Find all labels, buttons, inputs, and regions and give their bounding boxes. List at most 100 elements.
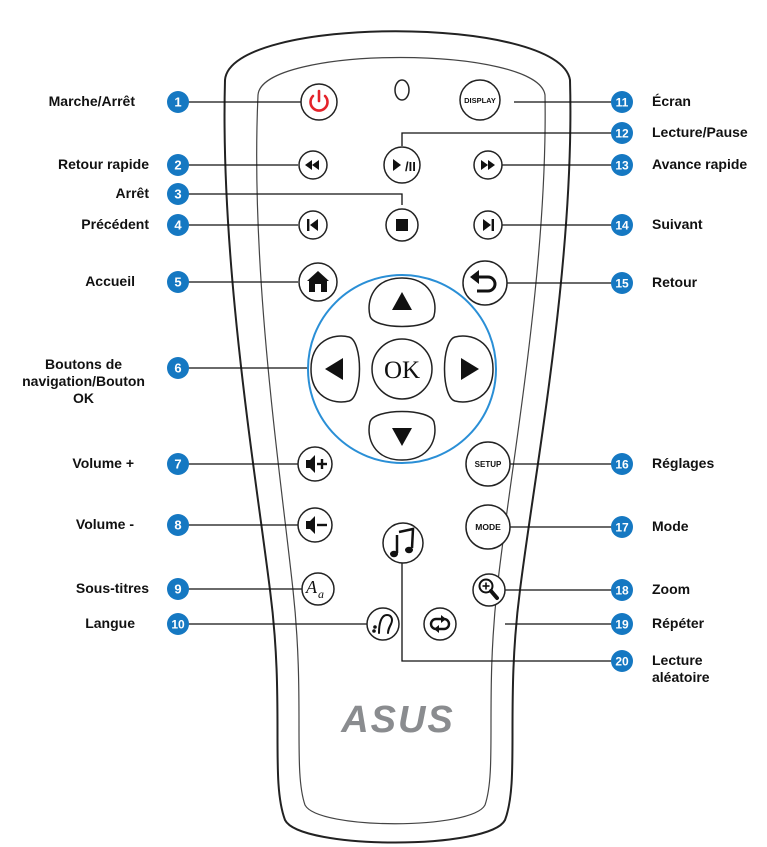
- stop-button[interactable]: [385, 208, 419, 242]
- svg-text:/II: /II: [405, 159, 416, 174]
- label-navigation-line-1: Boutons de: [45, 356, 123, 372]
- label-home: Accueil: [85, 273, 135, 289]
- svg-text:a: a: [318, 587, 324, 601]
- svg-text:7: 7: [174, 457, 181, 472]
- arrow-down-icon: [392, 428, 412, 446]
- repeat-button[interactable]: [423, 607, 457, 641]
- volume-up-icon: [306, 455, 327, 473]
- svg-text:11: 11: [616, 96, 629, 110]
- display-button[interactable]: DISPLAY: [459, 79, 501, 121]
- power-icon: [309, 89, 329, 112]
- remote-body-inner: [256, 56, 546, 825]
- svg-text:18: 18: [615, 584, 629, 598]
- label-repeat: Répéter: [652, 615, 705, 631]
- ir-sensor: [394, 79, 410, 101]
- zoom-icon: [478, 578, 499, 600]
- back-arrow-icon: [470, 270, 497, 293]
- ok-label: OK: [384, 357, 420, 384]
- svg-text:9: 9: [174, 582, 181, 597]
- callout-badge-17: 17: [611, 516, 633, 538]
- callout-badge-11: 11: [611, 91, 633, 113]
- label-navigation: Boutons de navigation/Bouton OK: [22, 356, 145, 407]
- label-zoom: Zoom: [652, 581, 691, 597]
- callout-badge-19: 19: [611, 613, 633, 635]
- label-rewind: Retour rapide: [57, 156, 149, 172]
- rewind-button[interactable]: [298, 150, 328, 180]
- callout-badge-16: 16: [611, 453, 633, 475]
- callout-badge-1: 1: [167, 91, 189, 113]
- play-pause-button[interactable]: /II: [383, 146, 421, 184]
- volume-down-button[interactable]: [297, 507, 333, 543]
- svg-text:6: 6: [174, 361, 181, 376]
- callout-badge-13: 13: [611, 154, 633, 176]
- svg-text:8: 8: [174, 518, 181, 533]
- home-button[interactable]: [298, 262, 338, 302]
- callout-badge-3: 3: [167, 183, 189, 205]
- previous-button[interactable]: [298, 210, 328, 240]
- volume-up-button[interactable]: [297, 446, 333, 482]
- callout-badge-12: 12: [611, 122, 633, 144]
- nav-right-button[interactable]: [443, 335, 494, 403]
- power-button[interactable]: [300, 83, 338, 121]
- label-fast-forward: Avance rapide: [652, 156, 748, 172]
- arrow-right-icon: [461, 358, 479, 380]
- label-volume-down: Volume -: [75, 516, 134, 532]
- label-shuffle: Lecture aléatoire: [652, 652, 710, 686]
- svg-text:5: 5: [174, 275, 181, 290]
- volume-down-icon: [306, 516, 327, 534]
- setup-button[interactable]: SETUP: [465, 441, 511, 487]
- callout-badge-20: 20: [611, 650, 633, 672]
- label-previous: Précédent: [81, 216, 149, 232]
- callout-badge-4: 4: [167, 214, 189, 236]
- subtitles-button[interactable]: A a: [301, 572, 335, 606]
- nav-left-button[interactable]: [310, 335, 361, 403]
- shuffle-button[interactable]: [382, 522, 424, 564]
- svg-text:17: 17: [615, 521, 629, 535]
- nav-down-button[interactable]: [368, 410, 436, 461]
- skip-next-icon: [483, 219, 494, 231]
- nav-up-button[interactable]: [368, 277, 436, 328]
- label-display: Écran: [652, 93, 691, 109]
- callout-badge-14: 14: [611, 214, 633, 236]
- callout-badge-9: 9: [167, 578, 189, 600]
- repeat-icon: [429, 615, 451, 633]
- back-button[interactable]: [462, 260, 508, 306]
- play-pause-icon: /II: [393, 159, 416, 174]
- callout-badge-15: 15: [611, 272, 633, 294]
- svg-text:1: 1: [174, 95, 181, 110]
- callout-lines: [178, 101, 622, 662]
- subtitles-icon: A a: [305, 577, 324, 601]
- callout-badge-2: 2: [167, 154, 189, 176]
- music-note-icon: [390, 527, 415, 558]
- svg-text:3: 3: [174, 187, 181, 202]
- display-label: DISPLAY: [464, 96, 496, 105]
- fast-forward-button[interactable]: [473, 150, 503, 180]
- zoom-button[interactable]: [472, 573, 506, 607]
- label-shuffle-line-2: aléatoire: [652, 669, 710, 685]
- svg-text:20: 20: [615, 655, 629, 669]
- setup-label: SETUP: [475, 460, 502, 469]
- arrow-left-icon: [325, 358, 343, 380]
- mode-button[interactable]: MODE: [465, 504, 511, 550]
- rewind-icon: [305, 160, 319, 170]
- stop-icon: [396, 219, 408, 231]
- label-power: Marche/Arrêt: [48, 93, 135, 109]
- ok-button[interactable]: OK: [371, 338, 433, 400]
- svg-text:4: 4: [174, 218, 182, 233]
- next-button[interactable]: [473, 210, 503, 240]
- svg-text:16: 16: [615, 458, 629, 472]
- callout-badge-6: 6: [167, 357, 189, 379]
- label-setup: Réglages: [652, 455, 715, 471]
- svg-text:15: 15: [615, 277, 629, 291]
- label-navigation-line-2: navigation/Bouton: [22, 373, 145, 389]
- svg-text:A: A: [305, 577, 318, 597]
- label-stop: Arrêt: [115, 185, 149, 201]
- arrow-up-icon: [392, 292, 412, 310]
- label-mode: Mode: [652, 518, 689, 534]
- label-volume-up: Volume +: [72, 455, 134, 471]
- label-subtitles: Sous-titres: [75, 580, 149, 596]
- svg-text:2: 2: [174, 158, 181, 173]
- language-button[interactable]: [366, 607, 400, 641]
- svg-text:14: 14: [615, 219, 629, 233]
